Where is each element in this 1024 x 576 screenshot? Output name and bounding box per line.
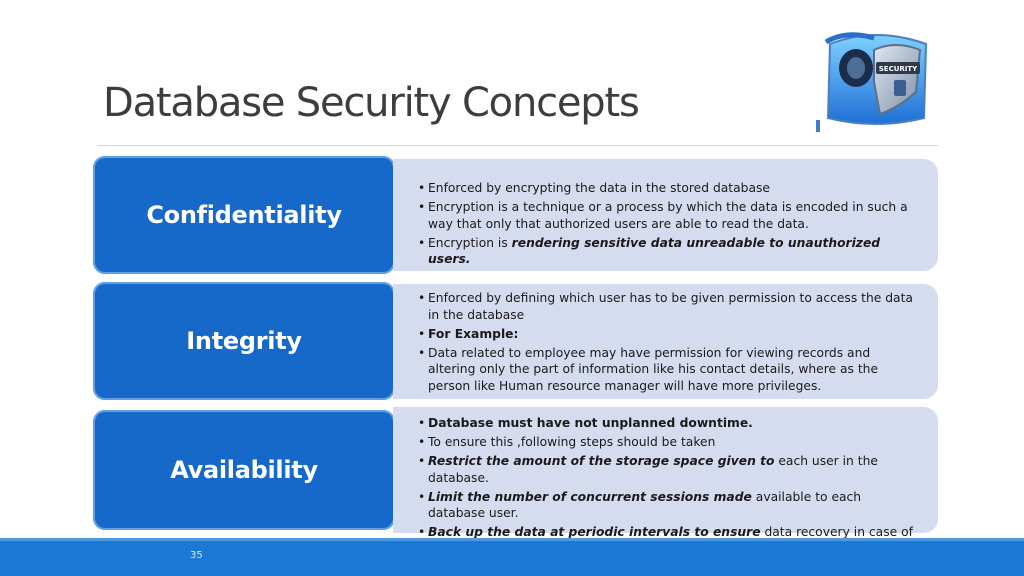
confidentiality-bullets: Enforced by encrypting the data in the s… [418,180,918,268]
logo-text: SECURITY [879,65,918,73]
bullet-item: Limit the number of concurrent sessions … [418,489,918,522]
security-shield-laptop-icon: SECURITY [816,32,928,132]
integrity-box: Integrity [93,282,395,400]
bullet-text: Data related to employee may have permis… [428,345,879,393]
bullet-text: Back up the data at periodic intervals t… [428,525,761,539]
availability-bullets: Database must have not unplanned downtim… [418,415,918,557]
availability-details: Database must have not unplanned downtim… [393,407,938,556]
footer-bar: 35 [0,538,1024,576]
bullet-text: To ensure this ,following steps should b… [428,435,716,449]
bullet-text: Restrict the amount of the storage space… [428,454,775,468]
bullet-text: Encryption is [428,235,512,250]
bullet-text: each user in the database. [428,454,878,485]
bullet-item: Encryption is rendering sensitive data u… [418,235,918,268]
bullet-text: Limit the number of concurrent sessions … [428,489,752,504]
bullet-item: Encryption is a technique or a process b… [418,199,918,232]
bullet-text: Enforced by defining which user has to b… [428,291,913,322]
footer-line [0,538,1024,541]
integrity-bullets: Enforced by defining which user has to b… [418,290,918,395]
bullet-item: Database must have not unplanned downtim… [418,415,918,432]
bullet-text: Database must have not unplanned downtim… [428,416,753,430]
bullet-item: Enforced by defining which user has to b… [418,290,918,323]
bullet-text: rendering sensitive data unreadable to u… [428,235,881,267]
confidentiality-details: Enforced by encrypting the data in the s… [393,159,938,271]
availability-heading: Availability [170,456,318,484]
bullet-text: For Example: [428,326,519,341]
bullet-item: Data related to employee may have permis… [418,345,918,395]
page-number: 35 [190,550,203,561]
confidentiality-box: Confidentiality [93,156,395,274]
bullet-item: Restrict the amount of the storage space… [418,453,918,486]
integrity-details: Enforced by defining which user has to b… [393,284,938,399]
confidentiality-heading: Confidentiality [146,201,342,229]
integrity-heading: Integrity [186,327,302,355]
bullet-text: Enforced by encrypting the data in the s… [428,181,770,195]
slide-title: Database Security Concepts [103,80,640,126]
bullet-text: Encryption is a technique or a process b… [428,200,908,231]
bullet-item: For Example: [418,326,918,343]
bullet-item: Enforced by encrypting the data in the s… [418,180,918,197]
title-divider [97,145,938,146]
bullet-item: To ensure this ,following steps should b… [418,434,918,451]
bullet-text: available to each database user. [428,489,862,521]
availability-box: Availability [93,410,395,530]
